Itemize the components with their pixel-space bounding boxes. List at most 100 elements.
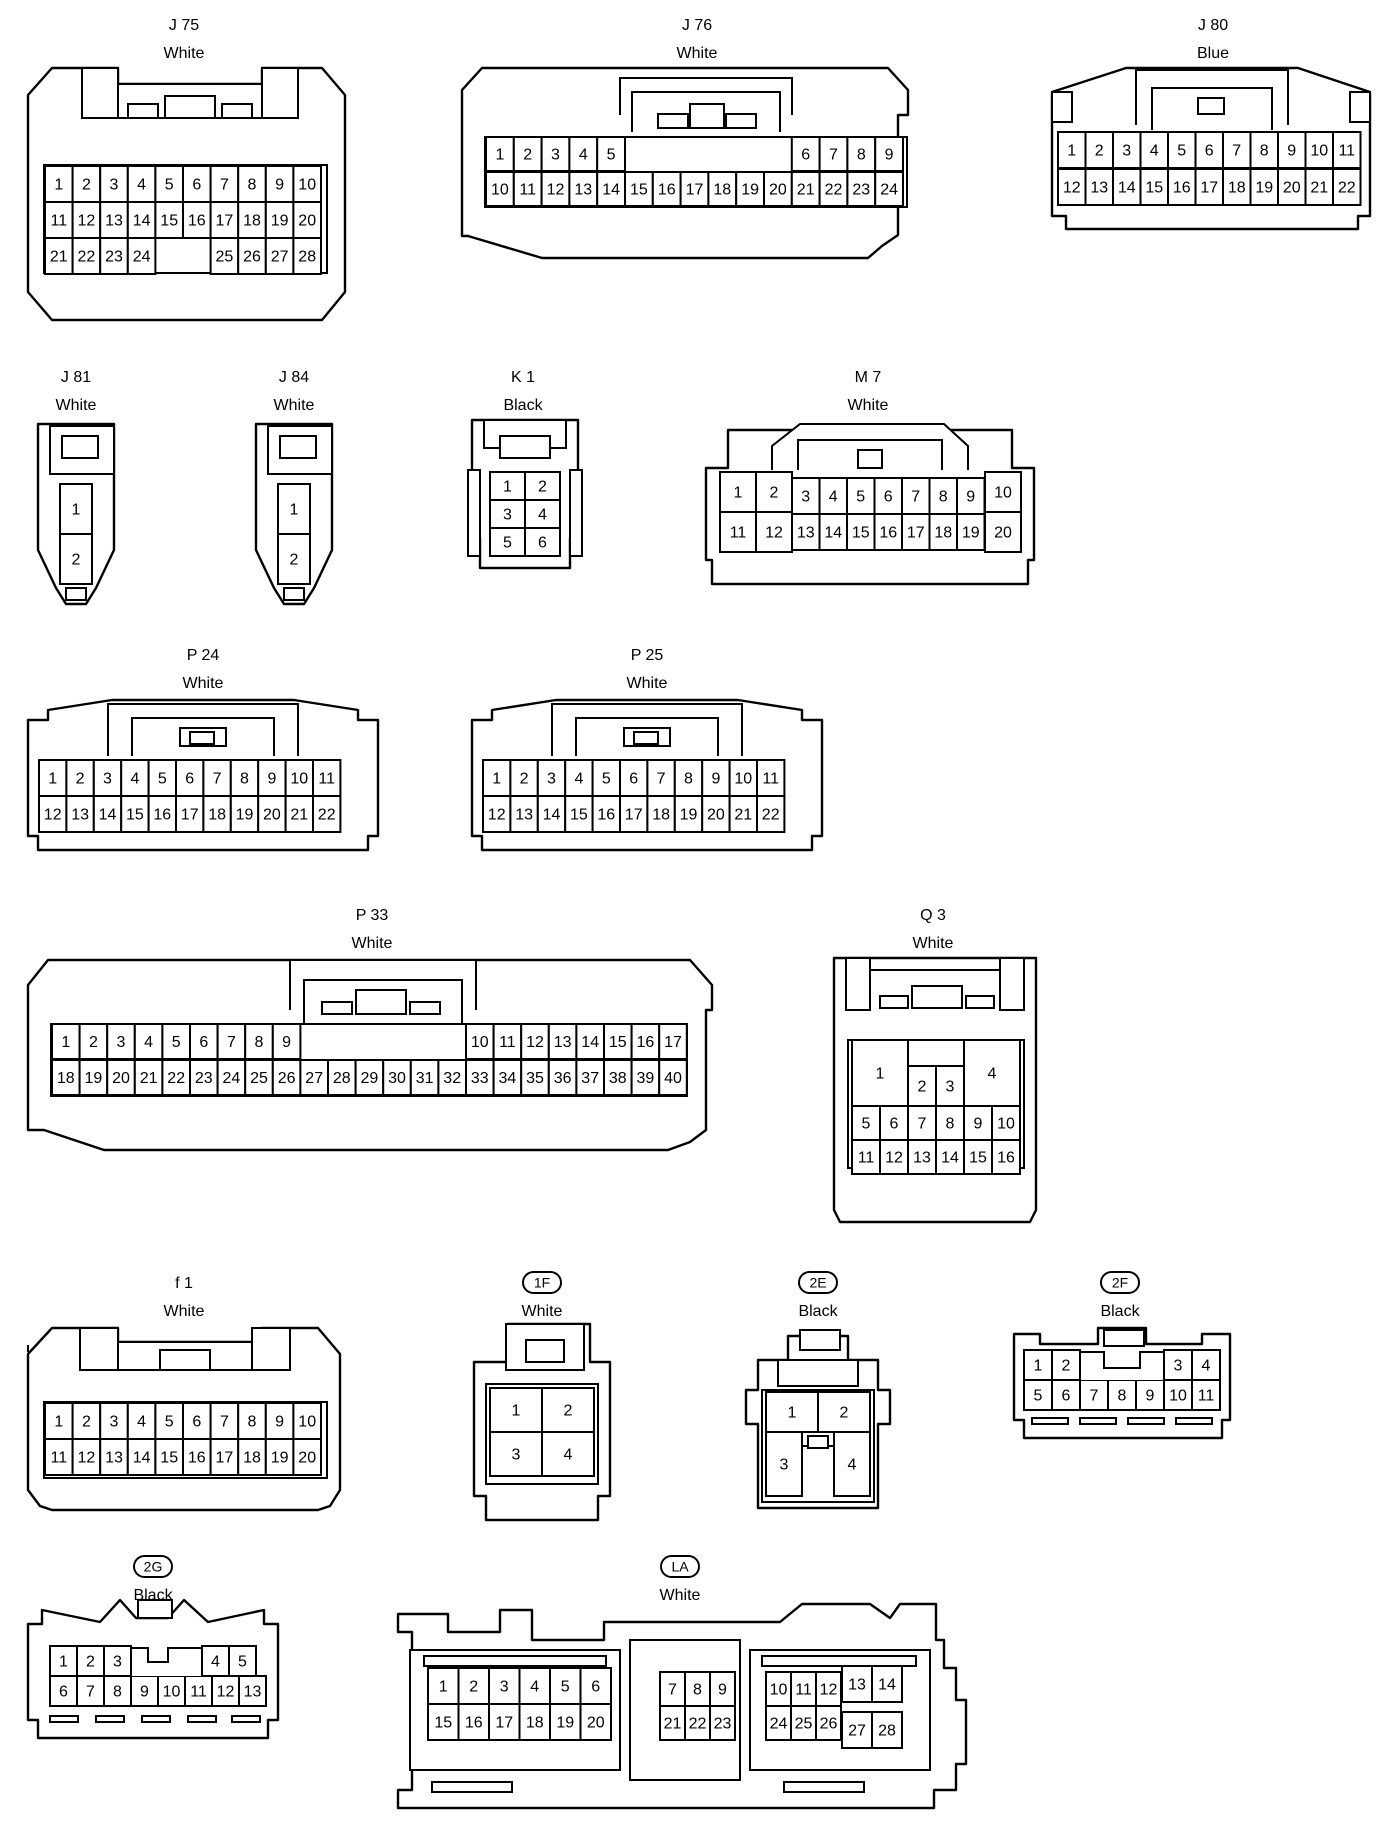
pin-cavity: 18 — [1222, 168, 1252, 206]
pin-number: 15 — [160, 213, 178, 230]
pin-cavity: 4 — [833, 1431, 871, 1497]
pin-cavity: 14 — [935, 1139, 965, 1175]
pin-cavity: 18 — [202, 795, 232, 833]
pin-number: 17 — [181, 807, 199, 824]
connector-color: White — [164, 45, 205, 62]
pin-cavity: 28 — [871, 1711, 903, 1749]
pin-number: 1 — [54, 177, 63, 194]
pin-box — [624, 171, 654, 207]
pin-number: 16 — [879, 525, 897, 542]
pin-number: 27 — [271, 249, 289, 266]
pin-cavity: 16 — [182, 1438, 212, 1476]
pin-cavity: 13 — [907, 1139, 937, 1175]
pin-box — [312, 795, 342, 833]
pin-number: 23 — [195, 1070, 213, 1087]
pin-number: 7 — [918, 1116, 927, 1133]
pin-cavity: 20 — [984, 511, 1022, 553]
pin-number: 24 — [133, 249, 151, 266]
pin-cavity: 1 — [49, 1645, 78, 1677]
pin-number: 13 — [574, 182, 592, 199]
pin-box — [540, 171, 571, 207]
pin-cavity: 15 — [154, 201, 184, 239]
pin-box — [541, 1431, 595, 1477]
pin-number: 14 — [1118, 180, 1136, 197]
pin-cavity: 12 — [38, 795, 68, 833]
pin-number: 5 — [238, 1654, 247, 1671]
latch-window — [130, 1647, 203, 1676]
pin-cavity: 24 — [126, 237, 157, 275]
pin-number: 3 — [551, 147, 560, 164]
pin-cavity: 7 — [209, 1402, 240, 1440]
connector-code: M 7 — [855, 369, 882, 386]
pin-box — [874, 171, 905, 207]
pin-cavity: 15 — [427, 1703, 460, 1741]
pin-number: 9 — [1287, 143, 1296, 160]
pin-box — [790, 171, 821, 207]
pin-cavity: 9 — [709, 1671, 736, 1707]
pin-number: 25 — [795, 1716, 813, 1733]
pin-cavity: 4 — [126, 1402, 157, 1440]
pin-cavity: 10 — [284, 759, 315, 797]
pin-box — [1194, 168, 1224, 206]
latch-tab — [689, 103, 725, 129]
pin-cavity: 3 — [92, 759, 123, 797]
connector-code: J 81 — [61, 369, 91, 386]
pin-number: 26 — [820, 1716, 838, 1733]
pin-number: 13 — [848, 1677, 866, 1694]
pin-cavity: 4 — [963, 1039, 1021, 1107]
pin-cavity: 10 — [292, 165, 322, 203]
pin-number: 17 — [907, 525, 925, 542]
pin-number: 34 — [499, 1070, 517, 1087]
pin-number: 27 — [305, 1070, 323, 1087]
pin-cavity: 10 — [728, 759, 758, 797]
base-rib — [1127, 1417, 1165, 1425]
pin-number: 2 — [72, 552, 81, 569]
pin-cavity: 5 — [591, 759, 621, 797]
latch-tab — [499, 435, 551, 459]
pin-cavity: 12 — [879, 1139, 909, 1175]
lock-tab — [807, 1435, 829, 1449]
pin-number: 20 — [769, 182, 787, 199]
pin-number: 18 — [1228, 180, 1246, 197]
pin-cavity: 6 — [1194, 131, 1224, 169]
pin-cavity: 17 — [619, 795, 649, 833]
pin-number: 16 — [188, 213, 206, 230]
pin-number: 20 — [1283, 180, 1301, 197]
pin-cavity: 29 — [354, 1059, 385, 1096]
pin-cavity: 25 — [244, 1059, 274, 1096]
pin-number: 1 — [61, 1034, 70, 1051]
pin-box — [596, 136, 627, 172]
pin-cavity: 7 — [216, 1023, 247, 1060]
pin-cavity: 1 — [44, 1402, 74, 1440]
connector-color: Blue — [1197, 45, 1229, 62]
pin-cavity: 21 — [790, 171, 821, 207]
pin-cavity: 4 — [568, 136, 599, 172]
pin-cavity: 5 — [1023, 1379, 1053, 1411]
pin-cavity: 24 — [874, 171, 905, 207]
pin-box — [536, 795, 567, 833]
connector-code-badge — [798, 1271, 838, 1294]
pin-cavity: 6 — [524, 527, 561, 557]
pin-cavity: 11 — [312, 759, 342, 797]
pin-box — [540, 136, 571, 172]
connector-j84: 12 — [254, 422, 334, 606]
pin-number: 11 — [50, 213, 67, 230]
pin-number: 6 — [890, 1116, 899, 1133]
pin-number: 6 — [629, 771, 638, 788]
connector-color: White — [913, 935, 954, 952]
pin-cavity: 2 — [817, 1391, 871, 1433]
pin-box — [765, 1391, 819, 1433]
connector-color: White — [677, 45, 718, 62]
pin-box — [1332, 168, 1362, 206]
pin-cavity: 2 — [524, 471, 561, 501]
pin-number: 2 — [469, 1679, 478, 1696]
base-rib — [231, 1715, 261, 1723]
pin-cavity: 9 — [257, 759, 287, 797]
connector-j81: 12 — [36, 422, 116, 606]
